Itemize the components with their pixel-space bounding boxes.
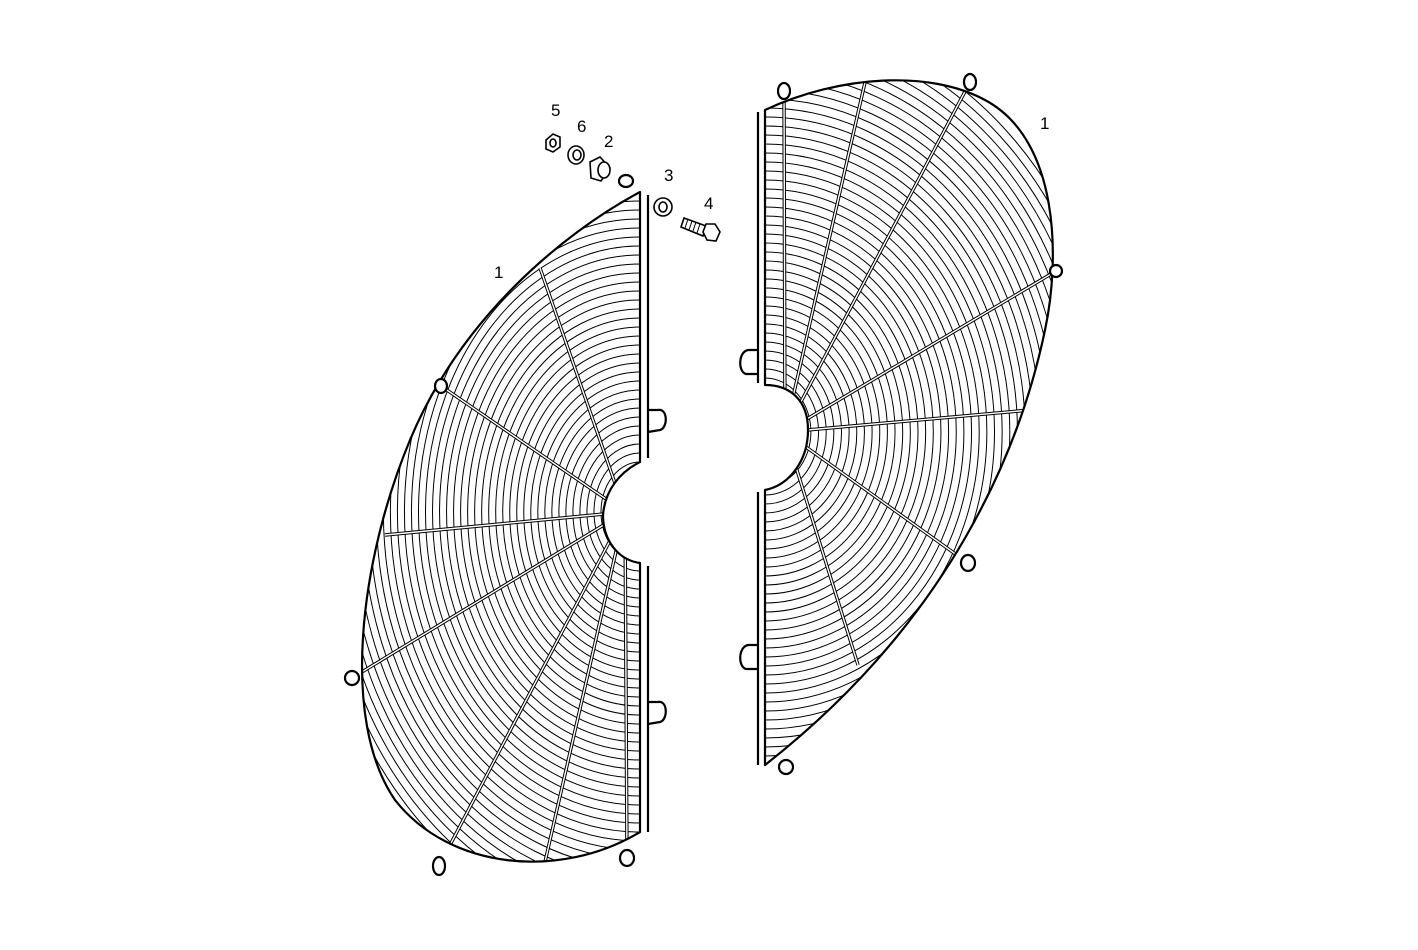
right-eye-loop-lower bbox=[959, 553, 977, 573]
fan-guard-half-right bbox=[739, 72, 1064, 776]
spacer-part-2 bbox=[589, 156, 612, 182]
left-tab-lower bbox=[647, 700, 667, 726]
callout-6-washer: 6 bbox=[577, 117, 587, 136]
hardware-parts bbox=[545, 133, 721, 242]
left-eye-loop-bottom bbox=[431, 855, 447, 877]
left-eye-loop-upper bbox=[433, 377, 449, 395]
nut-part-5 bbox=[545, 133, 561, 153]
washer-part-3 bbox=[653, 197, 673, 217]
callout-4-bolt: 4 bbox=[704, 194, 714, 213]
callout-1-right-guard: 1 bbox=[1040, 114, 1050, 133]
right-eye-loop-top-right bbox=[962, 72, 978, 92]
right-eye-loop-top-left bbox=[776, 81, 792, 101]
callout-5-nut: 5 bbox=[551, 101, 561, 120]
left-eye-loop-bottom-right bbox=[618, 848, 636, 868]
callout-2-spacer: 2 bbox=[604, 132, 614, 151]
right-eye-loop-bottom bbox=[777, 758, 795, 776]
left-guard-frame bbox=[361, 190, 642, 863]
fan-guard-half-left bbox=[343, 173, 667, 877]
left-tab-upper bbox=[647, 408, 667, 434]
right-guard-frame bbox=[763, 79, 1054, 767]
left-eye-loop-top bbox=[617, 173, 635, 189]
right-eye-loop-upper bbox=[1048, 263, 1064, 279]
washer-part-6 bbox=[567, 145, 585, 165]
right-tab-lower bbox=[739, 643, 758, 671]
hex-bolt-part-4 bbox=[680, 216, 721, 242]
callout-3-washer: 3 bbox=[664, 166, 674, 185]
left-eye-loop-middle bbox=[343, 669, 361, 687]
right-tab-upper bbox=[739, 348, 758, 376]
callout-1-left-guard: 1 bbox=[494, 263, 504, 282]
